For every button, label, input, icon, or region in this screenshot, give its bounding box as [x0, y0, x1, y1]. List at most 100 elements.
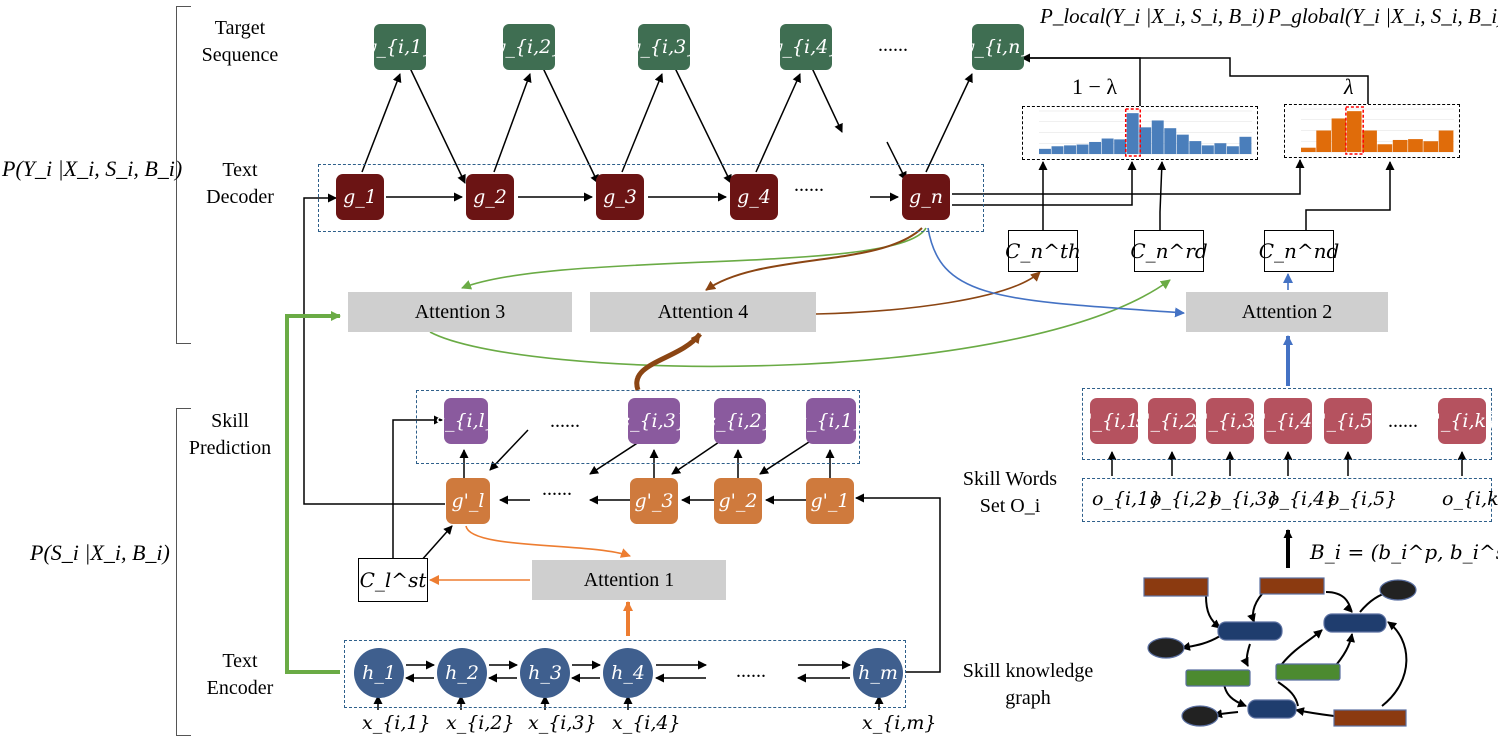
attention-3: Attention 3	[348, 292, 572, 332]
encoder-input: x_{i,m}	[862, 712, 937, 734]
target-node: y_{i,n}	[964, 24, 1032, 70]
local-distribution-bar	[1151, 120, 1164, 154]
skill-word: o_{i,1}	[1092, 488, 1162, 510]
local-distribution-bar	[1139, 127, 1152, 154]
upper-bracket	[176, 6, 191, 344]
skill-word: o_{i,3}	[1210, 488, 1280, 510]
encoder-input: x_{i,2}	[446, 712, 515, 734]
context-rd: C_n^rd	[1130, 230, 1208, 272]
knowledge-graph	[1143, 577, 1417, 727]
local-distribution-bar	[1226, 146, 1239, 154]
context-nd: C_n^nd	[1259, 230, 1339, 272]
decoder-node: g_2	[466, 174, 514, 220]
local-distribution-bar	[1239, 136, 1252, 154]
global-distribution-bar	[1408, 139, 1423, 152]
target-node: y_{i,4}	[772, 24, 840, 70]
skill-word-node: s'_{i,3}	[1194, 398, 1266, 444]
encoder-input: x_{i,4}	[612, 712, 681, 734]
encoder-node: h_3	[520, 648, 570, 698]
joint-probability-label: P(Y_i |X_i, S_i, B_i)	[2, 156, 183, 181]
skill-word-node: s'_{i,k}	[1426, 398, 1498, 444]
local-distribution-bar	[1189, 141, 1202, 154]
local-probability-label: P_local(Y_i |X_i, S_i, B_i)	[1040, 4, 1265, 28]
local-distribution-highlight	[1124, 108, 1141, 157]
encoder-node: h_2	[437, 648, 487, 698]
global-distribution-bar	[1377, 144, 1393, 152]
target-node: y_{i,3}	[630, 24, 698, 70]
skill-word: o_{i,k}	[1442, 488, 1498, 510]
skill-prediction-container	[416, 390, 860, 464]
skill-decoder-node: g'_2	[714, 478, 762, 524]
local-distribution-bar	[1114, 139, 1127, 154]
one-minus-lambda-label: 1 − λ	[1072, 74, 1118, 99]
encoder-input: x_{i,1}	[362, 712, 431, 734]
global-distribution-bar	[1301, 147, 1316, 152]
target-node: y_{i,1}	[366, 24, 434, 70]
target-ellipsis: ......	[878, 34, 908, 56]
skill-word: o_{i,4}	[1268, 488, 1338, 510]
skill-word: o_{i,2}	[1150, 488, 1220, 510]
skill-pred-node: s_{i,3}	[620, 398, 688, 444]
local-distribution-bar	[1039, 148, 1051, 154]
local-distribution	[1022, 106, 1258, 160]
global-distribution-bar	[1331, 118, 1347, 152]
skill-pred-node: s_{i,2}	[706, 398, 774, 444]
skill-probability-label: P(S_i |X_i, B_i)	[30, 540, 170, 565]
skill-pred-ellipsis: ......	[550, 410, 580, 432]
local-distribution-bar	[1201, 145, 1214, 154]
skill-pred-node: s_{i,l}	[435, 398, 497, 444]
local-distribution-bar	[1164, 128, 1177, 154]
decoder-node: g_3	[596, 174, 644, 220]
encoder-container	[344, 640, 906, 708]
attention-2: Attention 2	[1186, 292, 1388, 332]
decoder-container	[318, 164, 984, 232]
skill-word-node: s'_{i,4}	[1252, 398, 1324, 444]
global-distribution-bar	[1423, 141, 1439, 152]
skill-decoder-ellipsis: ......	[542, 478, 572, 500]
global-distribution-bar	[1438, 130, 1454, 152]
encoder-input: x_{i,3}	[528, 712, 597, 734]
encoder-node: h_1	[354, 648, 404, 698]
local-distribution-bar	[1214, 143, 1227, 154]
local-distribution-bar	[1051, 146, 1064, 154]
skill-word-ellipsis: ......	[1388, 410, 1418, 432]
encoder-node: h_4	[603, 648, 653, 698]
lower-bracket	[176, 408, 191, 736]
skill-decoder-node: g'_1	[806, 478, 854, 524]
encoder-node: h_m	[853, 648, 903, 698]
decoder-ellipsis: ......	[794, 174, 824, 196]
skill-word: o_{i,5}	[1328, 488, 1398, 510]
decoder-node: g_1	[336, 174, 384, 220]
encoder-ellipsis: ......	[736, 660, 766, 682]
global-distribution	[1284, 104, 1460, 158]
decoder-node: g_n	[902, 174, 950, 220]
skill-decoder-node: g'_3	[630, 478, 678, 524]
local-distribution-bar	[1076, 144, 1089, 154]
skill-pred-node: s_{i,1}	[797, 398, 865, 444]
context-th: C_n^th	[1005, 230, 1081, 272]
skill-word-node: s'_{i,2}	[1136, 398, 1208, 444]
local-distribution-bar	[1176, 134, 1189, 154]
attention-4: Attention 4	[590, 292, 816, 332]
attention-1: Attention 1	[532, 560, 726, 600]
local-distribution-bar	[1101, 138, 1114, 154]
b-formula: B_i = (b_i^p, b_i^s)	[1310, 540, 1498, 564]
local-distribution-bar	[1126, 113, 1139, 154]
lambda-label: λ	[1344, 74, 1354, 99]
target-node: y_{i,2}	[495, 24, 563, 70]
decoder-node: g_4	[730, 174, 778, 220]
local-distribution-bar	[1089, 141, 1102, 154]
global-distribution-highlight	[1345, 106, 1364, 155]
skill-word-node: s'_{i,5}	[1312, 398, 1384, 444]
skill-decoder-node: g'_l	[446, 478, 490, 524]
global-distribution-bar	[1316, 130, 1331, 152]
skill-word-node: s'_{i,1}	[1078, 398, 1150, 444]
global-probability-label: P_global(Y_i |X_i, S_i, B_i)	[1268, 4, 1498, 28]
